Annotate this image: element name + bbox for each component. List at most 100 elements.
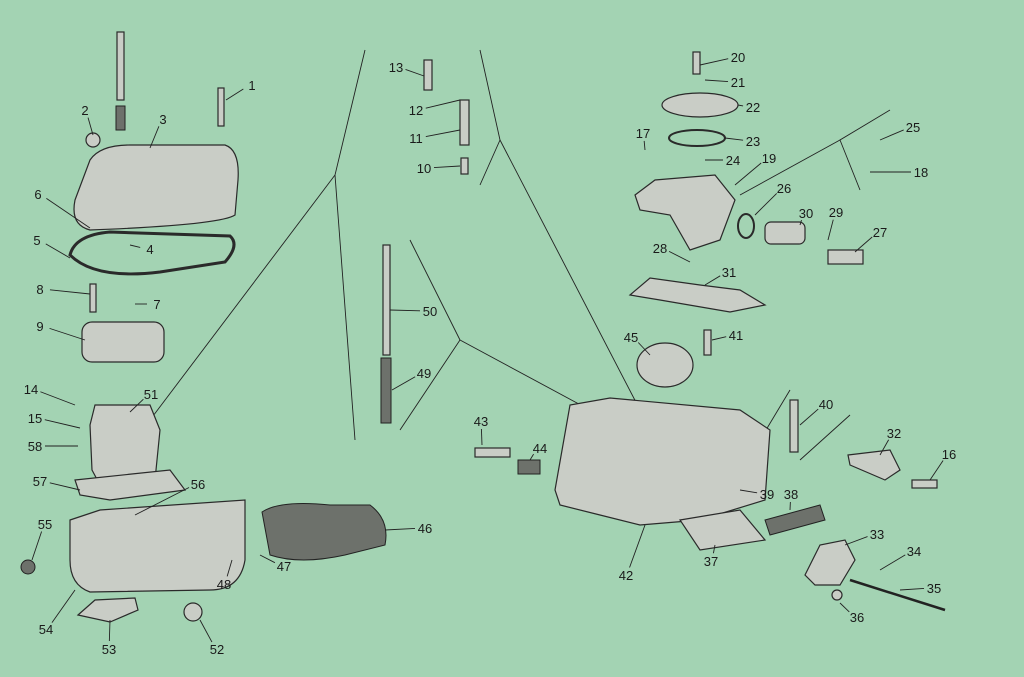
part-number: 7 bbox=[153, 297, 160, 312]
gasket-57 bbox=[75, 470, 185, 500]
part-label-11: 11 bbox=[409, 130, 460, 146]
part-number: 17 bbox=[636, 126, 650, 141]
part-number: 34 bbox=[907, 544, 921, 559]
part-label-46: 46 bbox=[385, 521, 432, 536]
part-label-13: 13 bbox=[389, 60, 424, 76]
part-label-15: 15 bbox=[28, 411, 80, 428]
part-number: 13 bbox=[389, 60, 403, 75]
part-number: 5 bbox=[33, 233, 40, 248]
nut-52 bbox=[184, 603, 202, 621]
leader-line bbox=[880, 555, 905, 570]
leader-line bbox=[392, 377, 415, 390]
part-number: 1 bbox=[248, 78, 255, 93]
part-label-12: 12 bbox=[409, 100, 460, 118]
leader-line bbox=[880, 130, 904, 140]
part-label-14: 14 bbox=[24, 382, 75, 405]
part-number: 40 bbox=[819, 397, 833, 412]
part-label-28: 28 bbox=[653, 241, 690, 262]
gasket-31 bbox=[630, 278, 765, 312]
leader-line bbox=[700, 59, 728, 65]
part-number: 55 bbox=[38, 517, 52, 532]
part-label-25: 25 bbox=[880, 120, 920, 140]
part-label-42: 42 bbox=[619, 525, 645, 583]
bolt-27 bbox=[828, 250, 863, 264]
main-body-42 bbox=[555, 398, 770, 525]
diaphragm-22 bbox=[662, 93, 738, 117]
part-number: 36 bbox=[850, 610, 864, 625]
flange-53 bbox=[78, 598, 138, 622]
jet-10 bbox=[461, 158, 468, 174]
part-number: 18 bbox=[914, 165, 928, 180]
leader-line bbox=[130, 245, 140, 247]
part-number: 27 bbox=[873, 225, 887, 240]
part-number: 54 bbox=[39, 622, 53, 637]
part-number: 29 bbox=[829, 205, 843, 220]
part-label-31: 31 bbox=[705, 265, 736, 285]
spring-49 bbox=[381, 358, 391, 423]
part-number: 4 bbox=[146, 242, 153, 257]
spring-44 bbox=[518, 460, 540, 474]
leader-line bbox=[644, 141, 645, 150]
part-label-49: 49 bbox=[392, 366, 431, 390]
part-label-10: 10 bbox=[417, 161, 460, 176]
bellows-46 bbox=[262, 504, 386, 560]
part-number: 57 bbox=[33, 474, 47, 489]
part-label-26: 26 bbox=[755, 181, 791, 215]
part-label-20: 20 bbox=[700, 50, 745, 65]
part-number: 30 bbox=[799, 206, 813, 221]
leader-line bbox=[755, 193, 777, 215]
leader-line bbox=[840, 603, 849, 612]
part-label-7: 7 bbox=[135, 297, 161, 312]
part-label-40: 40 bbox=[800, 397, 833, 425]
part-label-36: 36 bbox=[840, 603, 864, 625]
leader-line bbox=[725, 138, 743, 140]
part-label-18: 18 bbox=[870, 165, 928, 180]
part-number: 47 bbox=[277, 559, 291, 574]
lever-32 bbox=[848, 450, 900, 480]
part-label-21: 21 bbox=[705, 75, 745, 90]
part-number: 8 bbox=[36, 282, 43, 297]
lever-33 bbox=[805, 540, 855, 585]
part-label-1: 1 bbox=[226, 78, 256, 100]
part-label-55: 55 bbox=[32, 517, 52, 560]
leader-line bbox=[390, 310, 420, 311]
leader-line bbox=[50, 290, 90, 294]
cover-19 bbox=[635, 175, 735, 250]
part-label-54: 54 bbox=[39, 590, 75, 637]
screw-16 bbox=[912, 480, 937, 488]
part-number: 22 bbox=[746, 100, 760, 115]
needle-41 bbox=[704, 330, 711, 355]
part-number: 37 bbox=[704, 554, 718, 569]
leader-line bbox=[50, 328, 85, 340]
leader-line bbox=[40, 392, 75, 405]
leader-line bbox=[200, 620, 212, 642]
leader-line bbox=[705, 80, 728, 82]
leader-line bbox=[426, 130, 460, 137]
part-number: 10 bbox=[417, 161, 431, 176]
part-label-5: 5 bbox=[33, 233, 70, 258]
part-label-9: 9 bbox=[36, 319, 85, 340]
part-label-50: 50 bbox=[390, 304, 437, 319]
part-label-58: 58 bbox=[28, 439, 78, 454]
part-label-4: 4 bbox=[130, 242, 154, 257]
part-label-52: 52 bbox=[200, 620, 224, 657]
part-number: 44 bbox=[533, 441, 547, 456]
leader-line bbox=[45, 420, 80, 428]
part-number: 26 bbox=[777, 181, 791, 196]
leader-line bbox=[705, 276, 720, 285]
part-label-44: 44 bbox=[530, 441, 547, 460]
leader-line bbox=[845, 537, 868, 545]
leader-line bbox=[109, 620, 110, 641]
part-number: 43 bbox=[474, 414, 488, 429]
jet-11 bbox=[460, 100, 469, 145]
leader-line bbox=[385, 528, 415, 530]
leader-line bbox=[226, 89, 243, 100]
part-number: 23 bbox=[746, 134, 760, 149]
leader-line bbox=[738, 105, 743, 106]
part-number: 31 bbox=[722, 265, 736, 280]
part-number: 49 bbox=[417, 366, 431, 381]
screw-40 bbox=[790, 400, 798, 452]
part-number: 14 bbox=[24, 382, 38, 397]
jet-13 bbox=[424, 60, 432, 90]
